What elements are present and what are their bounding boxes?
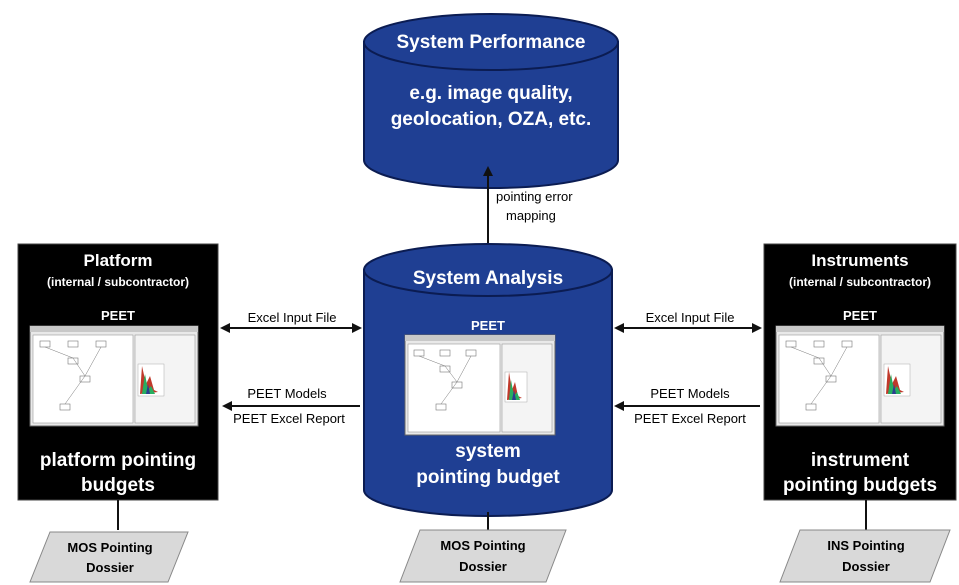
instruments-peet-screenshot <box>775 325 945 427</box>
system-analysis-tool-label: PEET <box>471 318 505 333</box>
left-excel-input-label: Excel Input File <box>248 310 337 325</box>
center-dossier-line1: MOS Pointing <box>440 538 525 553</box>
platform-budget-line1: platform pointing <box>40 450 196 471</box>
platform-budget-line2: budgets <box>81 475 155 496</box>
left-peet-models-label: PEET Models <box>247 386 327 401</box>
platform-title: Platform <box>84 251 153 270</box>
instruments-budget-line1: instrument <box>811 450 910 471</box>
system-performance-line2: geolocation, OZA, etc. <box>391 109 592 130</box>
left-dossier-line1: MOS Pointing <box>67 540 152 555</box>
right-dossier-line1: INS Pointing <box>827 538 904 553</box>
right-peet-report-label: PEET Excel Report <box>634 411 746 426</box>
system-performance-title: System Performance <box>396 32 585 53</box>
instruments-subtitle: (internal / subcontractor) <box>789 275 931 289</box>
platform-subtitle: (internal / subcontractor) <box>47 275 189 289</box>
platform-tool-label: PEET <box>101 308 135 323</box>
center-dossier-line2: Dossier <box>459 559 507 574</box>
right-dossier-line2: Dossier <box>842 559 890 574</box>
mapping-label-line2: mapping <box>506 208 556 223</box>
system-analysis-cylinder: System Analysis PEET system pointing bud… <box>363 243 613 517</box>
center-dossier: MOS Pointing Dossier <box>399 529 567 583</box>
system-budget-line2: pointing budget <box>416 467 560 488</box>
system-peet-screenshot <box>404 334 556 436</box>
system-analysis-title: System Analysis <box>413 268 563 289</box>
instruments-box: Instruments (internal / subcontractor) P… <box>763 243 957 501</box>
system-budget-line1: system <box>455 441 521 462</box>
instruments-tool-label: PEET <box>843 308 877 323</box>
system-performance-cylinder: System Performance e.g. image quality, g… <box>363 13 619 189</box>
right-dossier: INS Pointing Dossier <box>779 529 951 583</box>
right-excel-input-label: Excel Input File <box>646 310 735 325</box>
right-peet-models-label: PEET Models <box>650 386 730 401</box>
left-dossier-line2: Dossier <box>86 560 134 575</box>
instruments-budget-line2: pointing budgets <box>783 475 937 496</box>
system-performance-line1: e.g. image quality, <box>409 83 572 104</box>
platform-box: Platform (internal / subcontractor) PEET… <box>17 243 219 501</box>
instruments-title: Instruments <box>811 251 908 270</box>
platform-peet-screenshot <box>29 325 199 427</box>
mapping-label-line1: pointing error <box>496 189 573 204</box>
left-dossier: MOS Pointing Dossier <box>29 531 189 583</box>
left-peet-report-label: PEET Excel Report <box>233 411 345 426</box>
